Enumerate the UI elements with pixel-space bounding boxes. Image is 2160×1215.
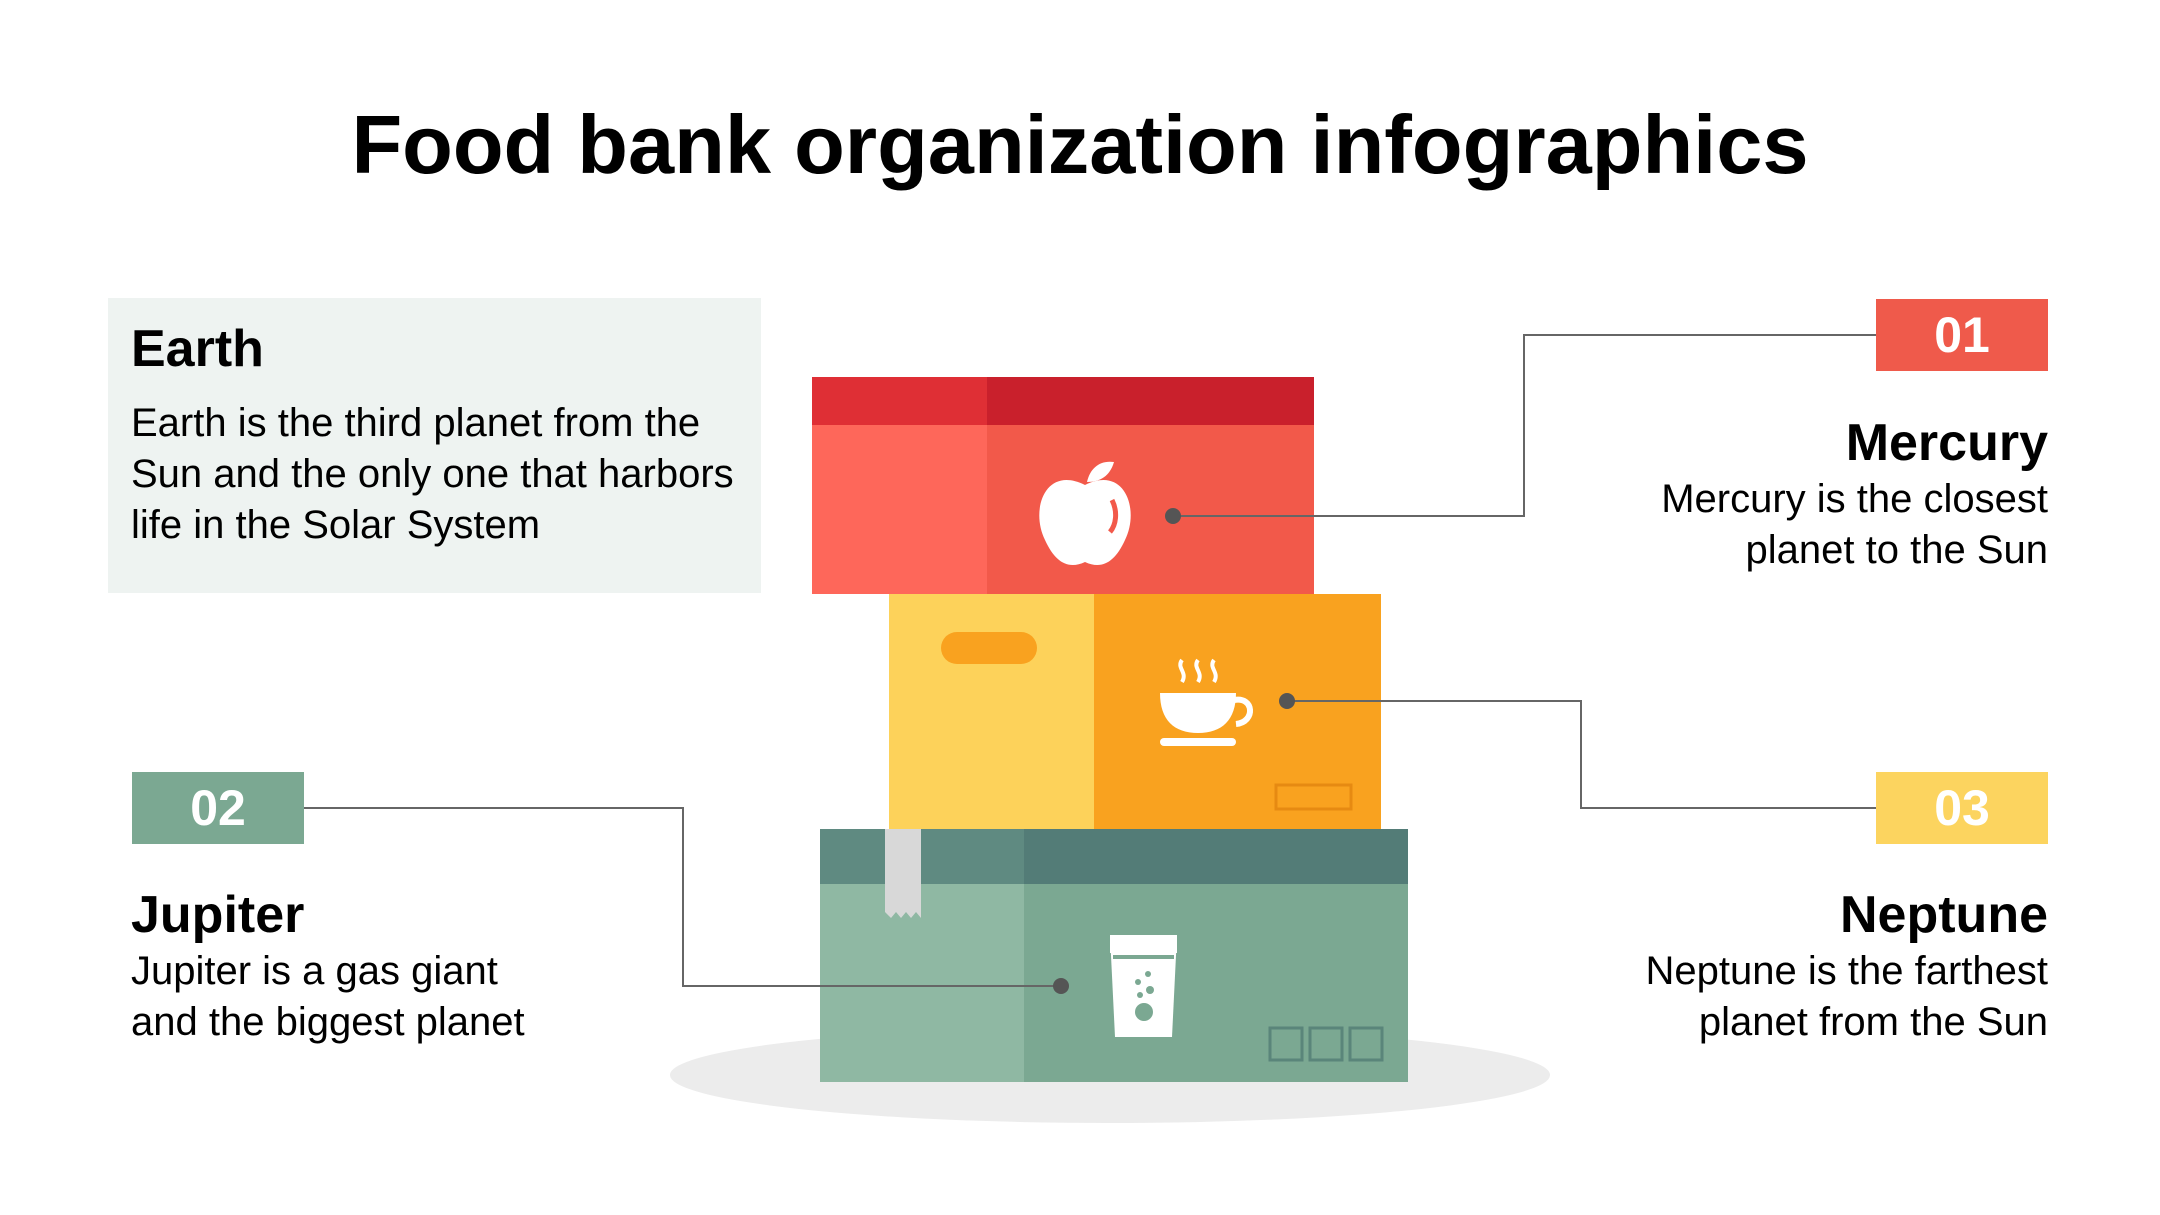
red-box (812, 377, 1314, 594)
connector-jupiter (304, 807, 1061, 987)
green-box (820, 829, 1408, 1082)
jupiter-description: Jupiter is a gas giant and the biggest p… (131, 949, 525, 1044)
connector-mercury (1173, 334, 1876, 517)
earth-description: Earth is the third planet from the Sun a… (131, 401, 734, 547)
label-squares-icon (1268, 1026, 1384, 1062)
badge-03: 03 (1876, 772, 2048, 844)
neptune-heading: Neptune (1840, 886, 2048, 944)
tape-strip (885, 829, 921, 918)
connector-lines (304, 334, 1876, 987)
apple-icon (1039, 461, 1131, 566)
box-handle (941, 632, 1037, 664)
earth-panel (108, 298, 761, 593)
neptune-description: Neptune is the farthest planet from the … (1645, 949, 2048, 1044)
water-glass-icon (1110, 935, 1177, 1037)
orange-box (889, 594, 1381, 829)
coffee-cup-icon (1160, 658, 1253, 746)
connector-dot-mercury (1165, 508, 1181, 524)
connector-dot-jupiter (1053, 978, 1069, 994)
badge-01: 01 (1876, 299, 2048, 371)
page-title: Food bank organization infographics (351, 98, 1809, 191)
box-label (1274, 783, 1353, 811)
earth-heading: Earth (131, 320, 264, 378)
connector-neptune (1287, 700, 1876, 809)
connector-dot-neptune (1279, 693, 1295, 709)
jupiter-heading: Jupiter (131, 886, 305, 944)
mercury-heading: Mercury (1845, 414, 2048, 472)
badge-02: 02 (132, 772, 304, 844)
mercury-description: Mercury is the closest planet to the Sun (1661, 477, 2048, 572)
